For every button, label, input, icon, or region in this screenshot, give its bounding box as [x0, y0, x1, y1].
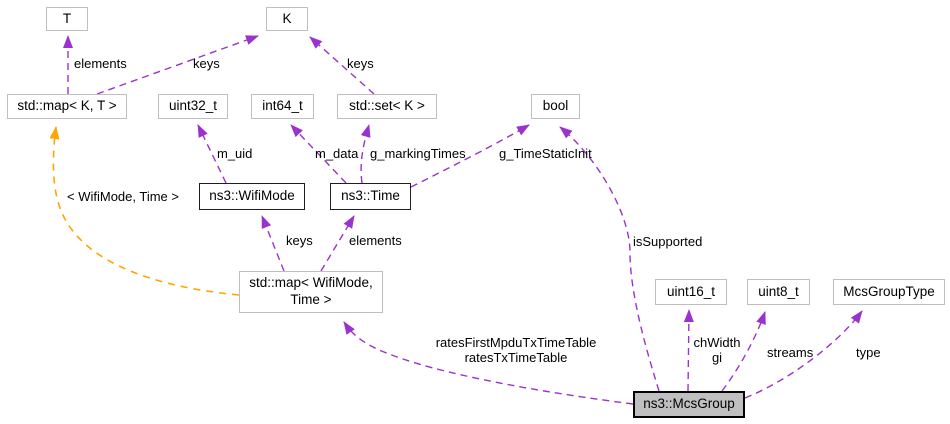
- class-label: T: [62, 10, 72, 26]
- edge-label-keys: keys: [193, 56, 220, 71]
- edge-m-data: [290, 124, 347, 184]
- edge-label-streams: streams: [767, 345, 814, 360]
- class-box-uint8-t[interactable]: uint8_t: [747, 279, 810, 305]
- edge-g-timestaticinit: [410, 124, 530, 188]
- edge-keys-map-to-k: [96, 35, 259, 95]
- class-label: K: [282, 10, 292, 26]
- edge-label-m-data: m_data: [315, 146, 359, 161]
- class-label: uint32_t: [168, 98, 218, 114]
- class-label: uint8_t: [758, 283, 799, 299]
- class-box-std-set-k[interactable]: std::set< K >: [337, 94, 437, 119]
- class-label: std::set< K >: [349, 98, 425, 114]
- class-box-ns3-mcsgroup[interactable]: ns3::McsGroup: [633, 391, 745, 418]
- class-label: ns3::Time: [341, 188, 400, 204]
- edge-label-issupported: isSupported: [633, 234, 703, 249]
- edge-type: [744, 310, 863, 399]
- class-label: std::map< WifiMode, Time >: [249, 275, 373, 307]
- edge-label-chwidth-gi: chWidth gi: [693, 335, 741, 366]
- class-box-ns3-wifimode[interactable]: ns3::WifiMode: [199, 183, 305, 210]
- edge-keys-map2-to-wifimode: [261, 215, 285, 272]
- edge-elements-map2-to-time: [320, 215, 355, 272]
- class-box-k[interactable]: K: [266, 7, 308, 31]
- edge-template-instantiation: [49, 126, 240, 296]
- class-box-uint16-t[interactable]: uint16_t: [655, 279, 727, 305]
- edge-label-elements: elements: [74, 56, 127, 71]
- edge-m-uid: [197, 124, 227, 184]
- edge-label-rates-tables: ratesFirstMpduTxTimeTable ratesTxTimeTab…: [435, 335, 597, 366]
- edge-label-template-args: < WifiMode, Time >: [67, 189, 179, 204]
- class-label: std::map< K, T >: [17, 98, 117, 114]
- edge-keys-set-to-k: [309, 36, 375, 95]
- edge-rates-tables: [343, 321, 634, 405]
- edge-label-m-uid: m_uid: [217, 146, 253, 161]
- class-box-int64-t[interactable]: int64_t: [251, 94, 314, 119]
- class-box-std-map-k-t[interactable]: std::map< K, T >: [7, 94, 127, 119]
- class-box-ns3-time[interactable]: ns3::Time: [330, 183, 411, 210]
- edge-label-keys: keys: [286, 233, 313, 248]
- edge-g-markingtimes: [360, 124, 371, 184]
- class-label: McsGroupType: [843, 283, 935, 299]
- class-box-std-map-wifimode-time[interactable]: std::map< WifiMode, Time >: [239, 271, 383, 313]
- class-label: uint16_t: [666, 283, 716, 299]
- class-label: int64_t: [262, 98, 303, 114]
- class-box-bool[interactable]: bool: [531, 94, 580, 119]
- class-label: ns3::WifiMode: [209, 188, 295, 204]
- edge-label-elements: elements: [349, 233, 402, 248]
- edge-label-type: type: [856, 345, 881, 360]
- class-box-uint32-t[interactable]: uint32_t: [158, 94, 228, 119]
- edge-label-g-timestaticinit: g_TimeStaticInit: [499, 146, 592, 161]
- class-label: ns3::McsGroup: [643, 396, 735, 412]
- class-label: bool: [542, 98, 569, 114]
- edge-label-g-markingtimes: g_markingTimes: [370, 146, 466, 161]
- class-box-mcsgrouptype[interactable]: McsGroupType: [833, 279, 945, 305]
- class-box-t[interactable]: T: [46, 7, 88, 31]
- edge-chwidth-gi: [683, 309, 694, 392]
- edge-issupported: [559, 126, 660, 392]
- edge-label-keys: keys: [347, 56, 374, 71]
